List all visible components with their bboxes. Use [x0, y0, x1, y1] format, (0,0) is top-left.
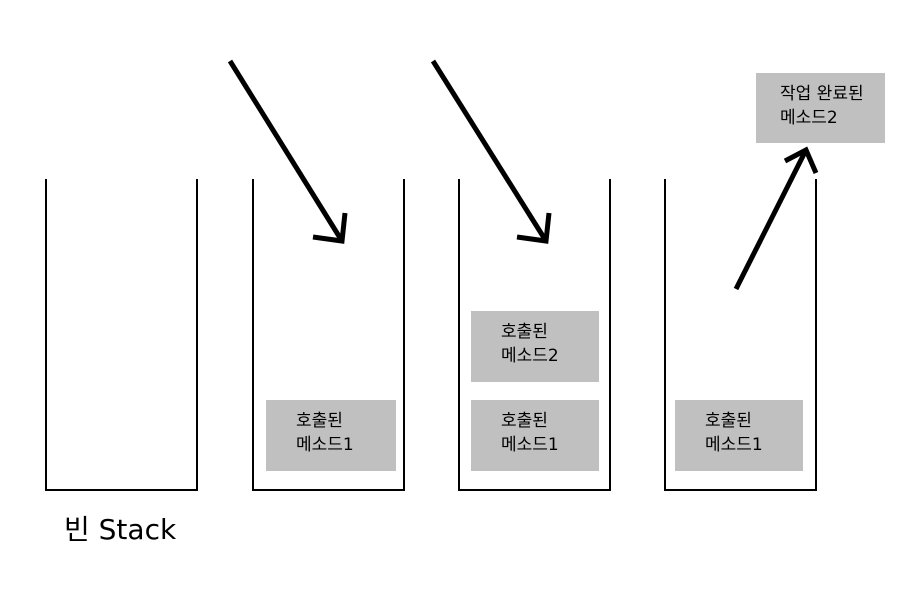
frame-line: 메소드2 — [501, 346, 559, 366]
stack-frame-method1: 호출된 메소드1 — [471, 400, 599, 471]
push-arrow-2-head — [516, 212, 552, 244]
empty-stack — [45, 179, 198, 491]
stack-frame-method1: 호출된 메소드1 — [675, 400, 803, 471]
push-arrow-2 — [430, 59, 549, 243]
frame-line: 메소드2 — [780, 108, 838, 128]
frame-line: 메소드1 — [705, 435, 763, 455]
frame-line: 메소드1 — [501, 435, 559, 455]
push-arrow-1 — [227, 59, 345, 243]
completed-frame-method2: 작업 완료된 메소드2 — [756, 73, 885, 143]
stack-call-method2 — [458, 179, 611, 491]
frame-line: 호출된 — [705, 411, 752, 431]
frame-line: 호출된 — [501, 411, 548, 431]
stack-call-method1 — [252, 179, 405, 491]
pop-arrow — [733, 148, 809, 291]
frame-line: 호출된 — [296, 411, 343, 431]
frame-line: 호출된 — [501, 322, 548, 342]
empty-stack-label: 빈 Stack — [64, 513, 177, 546]
stack-frame-method1: 호출된 메소드1 — [266, 400, 396, 471]
pop-arrow-head — [783, 146, 819, 174]
frame-line: 메소드1 — [296, 435, 354, 455]
stack-frame-method2: 호출된 메소드2 — [471, 311, 599, 382]
stack-return-method2 — [664, 179, 817, 491]
push-arrow-1-head — [312, 212, 348, 244]
frame-line: 작업 완료된 — [780, 84, 864, 104]
